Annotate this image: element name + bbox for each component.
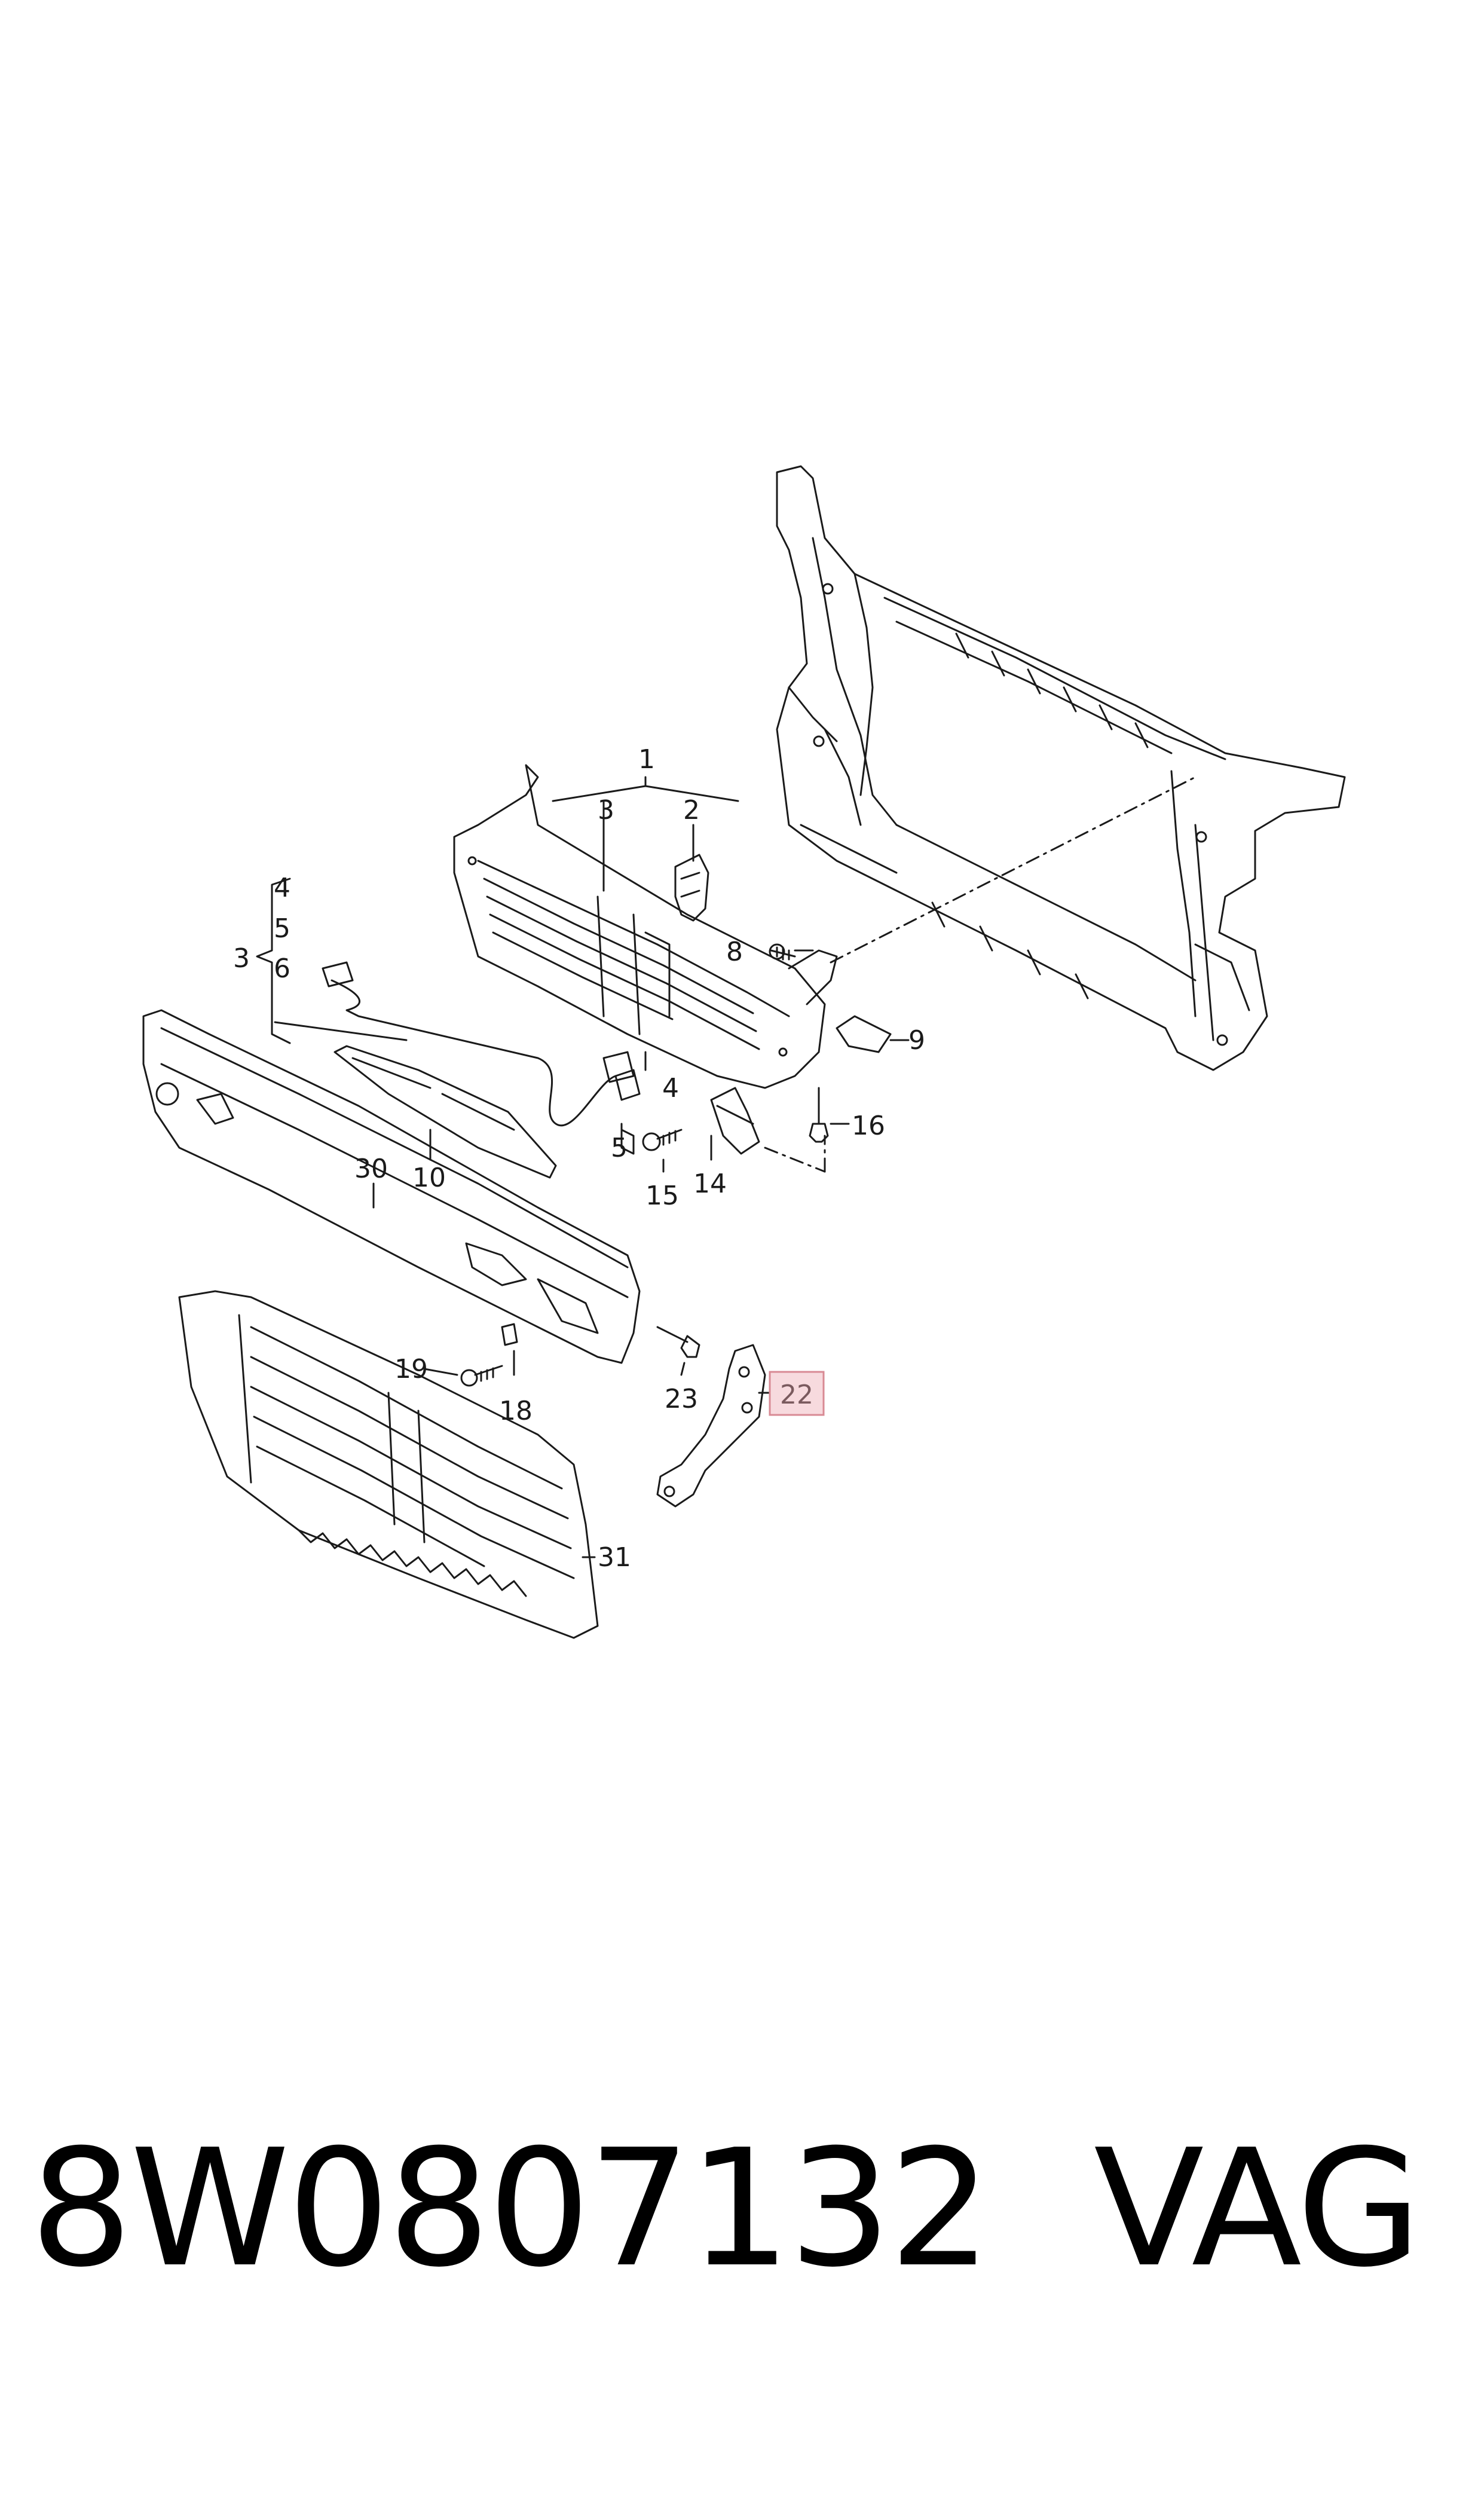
- callout-22-highlight: [769, 1371, 825, 1416]
- bracket-14: [710, 1087, 760, 1155]
- callout-15: 15: [645, 1181, 679, 1211]
- callout-16: 16: [852, 1111, 885, 1141]
- seal-strip: [333, 1045, 557, 1179]
- clip-9: [836, 1015, 892, 1053]
- bumper-beam: [142, 1009, 641, 1364]
- callout-1: 1: [638, 744, 655, 775]
- callout-14: 14: [693, 1169, 727, 1199]
- callout-31: 31: [598, 1542, 631, 1573]
- callout-8: 8: [726, 937, 743, 967]
- radiator-support-frame: [776, 465, 1346, 1071]
- air-guide-upper: [453, 764, 838, 1089]
- callout-10: 10: [412, 1163, 446, 1193]
- footer: 8W0807132 VAG: [0, 2128, 1484, 2367]
- callout-30: 30: [354, 1154, 388, 1184]
- clip-18: [501, 1323, 518, 1346]
- rivet-16: [809, 1087, 829, 1143]
- wiring-harness: [322, 961, 641, 1155]
- bracket-22: [656, 1344, 766, 1508]
- callout-labels: 1 2 3 3 4 4 5 5 6 8 9 10 14 15 16 18 19 …: [233, 744, 925, 1573]
- callout-3-top: 3: [598, 795, 614, 826]
- callout-23: 23: [665, 1384, 698, 1414]
- callout-6: 6: [274, 953, 290, 984]
- callout-22: 22: [780, 1380, 813, 1410]
- screw-8: [769, 943, 796, 961]
- callout-4-right: 4: [662, 1073, 679, 1103]
- servo-motor: [674, 854, 709, 922]
- callout-9: 9: [908, 1025, 925, 1056]
- bolt-15: [642, 1129, 683, 1151]
- air-guide-lower: [178, 1290, 599, 1639]
- callout-19: 19: [394, 1354, 428, 1384]
- brand: VAG: [1094, 2114, 1422, 2303]
- callout-18: 18: [499, 1396, 533, 1426]
- rivet-23: [656, 1326, 700, 1358]
- leader-lines: [256, 776, 910, 1558]
- callout-3-left: 3: [233, 943, 250, 974]
- callout-4-left: 4: [274, 873, 290, 903]
- screw-19: [460, 1365, 503, 1387]
- part-number: 8W0807132: [30, 2114, 992, 2303]
- callout-2: 2: [683, 795, 700, 826]
- dashed-assembly-lines: [764, 776, 1197, 1173]
- callout-5-right: 5: [611, 1133, 628, 1163]
- callout-5-left: 5: [274, 913, 290, 944]
